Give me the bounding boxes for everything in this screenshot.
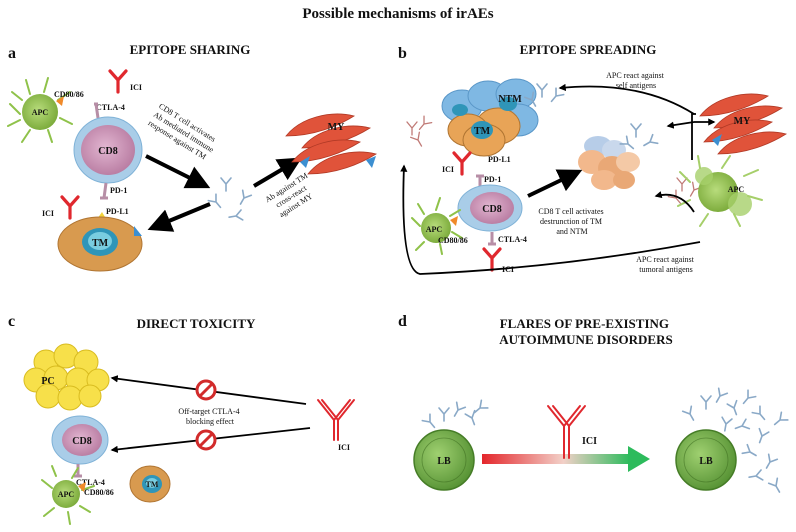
- ici-antibody-b-top: [452, 151, 472, 176]
- ici-antibody-d: [547, 405, 586, 459]
- ici-label-c: ICI: [338, 443, 350, 452]
- tumor-cell-a: TM: [57, 212, 143, 272]
- note-b-tumoral: APC react against tumoral antigens: [636, 255, 696, 274]
- ici-label-a-bottom: ICI: [42, 209, 54, 218]
- arrow-apc-up: [691, 113, 696, 160]
- panel-c: c DIRECT TOXICITY PC CD8 CTLA-4: [8, 313, 355, 525]
- ici-antibody-a-bottom: [60, 195, 80, 220]
- muscle-cells-a: MY: [285, 113, 377, 175]
- panel-b-letter: b: [398, 45, 407, 62]
- arrow-to-apc-b: [654, 191, 695, 213]
- ctla4-receptor-a: [94, 102, 100, 119]
- tumor-cluster-b: NTM TM: [441, 78, 539, 157]
- muscle-cells-b: MY: [699, 93, 787, 155]
- pdl1-label-a: PD-L1: [106, 207, 129, 216]
- pd1-receptor-a: [100, 182, 108, 200]
- apc-label-b-left: APC: [426, 225, 443, 234]
- arrow-to-antibodies-b: [666, 121, 695, 129]
- ici-label-d: ICI: [582, 436, 597, 447]
- apc-label-a: APC: [32, 108, 49, 117]
- tumor-cell-c: TM: [129, 465, 171, 503]
- cd8-label-b: CD8: [482, 204, 501, 215]
- ici-antibody-c: [317, 399, 355, 441]
- apc-cell-c: APC: [41, 465, 95, 525]
- note-c: Off-target CTLA-4 blocking effect: [178, 407, 241, 426]
- tm-label-a: TM: [92, 238, 109, 249]
- panel-d: d FLARES OF PRE-EXISTING AUTOIMMUNE DISO…: [398, 313, 789, 496]
- cell-debris-b: [578, 136, 640, 190]
- apc-label-c: APC: [58, 490, 75, 499]
- panel-a-title: EPITOPE SHARING: [130, 42, 251, 57]
- arrow-cd8-to-debris: [527, 169, 583, 198]
- note-a-2: Ab against TM cross-react against MY: [264, 170, 322, 221]
- panel-a-letter: a: [8, 45, 16, 62]
- pc-cluster-c: PC: [23, 343, 110, 411]
- pd1-receptor-b: [476, 174, 484, 186]
- ici-antibody-b-bottom: [482, 247, 502, 272]
- antibodies-a: [207, 177, 253, 223]
- ctla4-label-b: CTLA-4: [498, 235, 527, 244]
- tm-label-b: TM: [474, 126, 491, 137]
- cd80-label-a: CD80/86: [54, 90, 84, 99]
- ici-antibody-a-top: [108, 69, 128, 94]
- lb-cell-right-d: LB: [675, 429, 737, 491]
- arrow-ab-to-my: [252, 157, 303, 188]
- cd8-label-a: CD8: [98, 146, 117, 157]
- my-label-a: MY: [328, 122, 345, 133]
- my-label-b: MY: [734, 116, 751, 127]
- note-b-destr: CD8 T cell activates destrunction of TM …: [538, 207, 605, 236]
- pc-label-c: PC: [41, 376, 54, 387]
- block-icon-c-top: [195, 379, 217, 401]
- panel-c-letter: c: [8, 313, 15, 330]
- cd8-label-c: CD8: [72, 436, 91, 447]
- block-icon-c-bottom: [195, 429, 217, 451]
- lb-cell-left-d: LB: [413, 429, 475, 491]
- panel-b: b EPITOPE SPREADING NTM TM PD-L1 ICI PD-…: [398, 42, 787, 275]
- ici-label-a-top: ICI: [130, 83, 142, 92]
- lb-label-left: LB: [437, 456, 451, 467]
- figure-title: Possible mechanisms of irAEs: [302, 6, 493, 22]
- arrow-self-antigens: [558, 83, 695, 115]
- cd80-label-c: CD80/86: [84, 488, 114, 497]
- ctla4-label-c: CTLA-4: [76, 478, 105, 487]
- note-a-1: CD8 T cell activates Ab mediated immune …: [147, 101, 223, 163]
- ntm-label-b: NTM: [498, 94, 522, 105]
- apc-cell-b-left: APC: [411, 197, 463, 255]
- ici-label-b-bottom: ICI: [502, 265, 514, 274]
- arrow-tumoral-antigens: [400, 164, 701, 275]
- arrow-cd8-to-ab: [145, 154, 211, 189]
- cd8-cell-c: CD8: [51, 415, 109, 465]
- pdl1-label-b: PD-L1: [488, 155, 511, 164]
- panel-a: a EPITOPE SHARING APC CD80/86 ICI CTLA-4…: [7, 42, 377, 272]
- arrow-ab-to-tm: [147, 202, 211, 232]
- cd8-cell-b: CD8: [457, 184, 523, 232]
- apc-cell-b-right: APC: [677, 155, 763, 227]
- panel-d-title: FLARES OF PRE-EXISTING AUTOIMMUNE DISORD…: [499, 316, 672, 347]
- ctla4-label-a: CTLA-4: [96, 103, 125, 112]
- pd1-label-a: PD-1: [110, 186, 127, 195]
- apc-label-b-right: APC: [728, 185, 745, 194]
- antibodies-d-left: [421, 399, 489, 432]
- panel-c-title: DIRECT TOXICITY: [137, 316, 256, 331]
- tm-label-c: TM: [146, 480, 159, 489]
- note-b-self: APC react against self antigens: [606, 71, 666, 90]
- panel-b-title: EPITOPE SPREADING: [520, 42, 657, 57]
- panel-d-letter: d: [398, 313, 407, 330]
- ctla4-receptor-c: [74, 464, 82, 478]
- lb-label-right: LB: [699, 456, 713, 467]
- cd80-label-b: CD80/86: [438, 236, 468, 245]
- gradient-arrow-d: [482, 446, 650, 472]
- pd1-label-b: PD-1: [484, 175, 501, 184]
- cd8-cell-a: CD8: [73, 116, 143, 184]
- ici-label-b-top: ICI: [442, 165, 454, 174]
- ctla4-receptor-b: [488, 232, 496, 246]
- apc-cell-a: APC: [7, 77, 73, 143]
